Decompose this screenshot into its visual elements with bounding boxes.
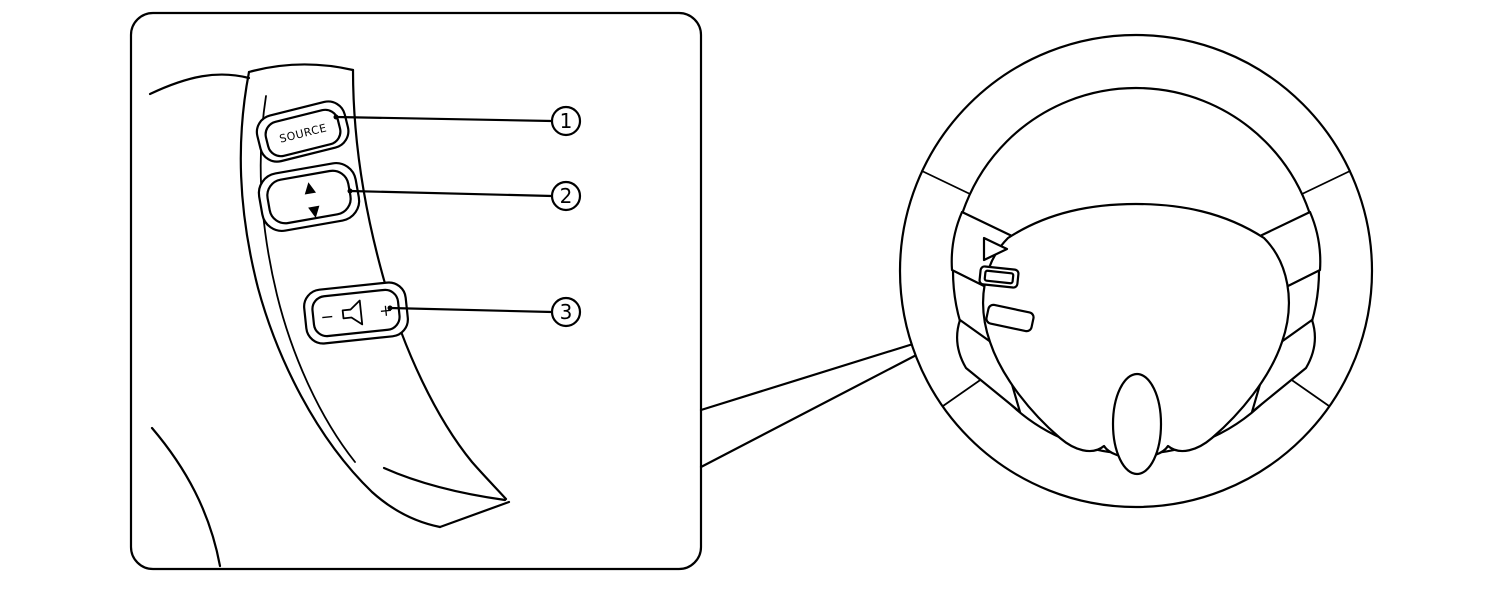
wheel-center-pad	[982, 202, 1290, 460]
wheel-spoke-lower-left	[955, 318, 1022, 414]
seek-up-arrow-icon: ▲	[302, 177, 317, 197]
source-button-face	[264, 108, 342, 158]
inset-callout-box: SOURCE ▲ ▼ − + 1 2	[129, 11, 703, 571]
wheel-source-button	[982, 236, 1009, 262]
trim-curve-bottom-left	[150, 426, 222, 568]
callout-circle-1	[550, 105, 582, 137]
callout-number-3: 3	[560, 300, 573, 324]
callout-number-2: 2	[560, 184, 573, 208]
volume-plus-label: +	[378, 300, 393, 320]
rim-mark-upper-right	[1301, 170, 1351, 195]
callout-2: 2	[347, 180, 582, 212]
wheel-volume-button-face	[985, 303, 1035, 333]
pod-top-edge	[247, 63, 355, 74]
rim-mark-lower-right	[1285, 375, 1330, 407]
callout-circle-2	[550, 180, 582, 212]
callout-circle-3	[550, 296, 582, 328]
callout-number-1: 1	[560, 109, 573, 133]
leader-line-1	[334, 115, 554, 123]
pod-bottom-edge	[382, 466, 507, 502]
wheel-spoke-buttons	[978, 236, 1035, 333]
leader-line-2	[348, 189, 554, 198]
rim-mark-upper-left	[921, 170, 971, 195]
callout-1: 1	[333, 105, 582, 137]
pod-right-edge	[351, 68, 508, 501]
rim-grip-marks	[921, 170, 1351, 407]
rim-mark-lower-left	[942, 375, 987, 407]
source-button: SOURCE	[255, 100, 350, 163]
callout-box-border	[129, 11, 703, 571]
trim-curve-top-left	[148, 73, 251, 96]
seek-rocker-switch: ▲ ▼	[257, 162, 361, 232]
speaker-icon	[341, 299, 364, 326]
pod-tip-edge	[438, 500, 511, 529]
seek-down-arrow-icon: ▼	[307, 201, 322, 221]
volume-minus-label: −	[320, 306, 335, 326]
dashboard-contour-lines	[148, 73, 251, 568]
pod-inner-contour	[259, 95, 356, 463]
pod-left-edge	[239, 70, 442, 529]
wheel-volume-button	[985, 303, 1035, 333]
wheel-spoke-lower-right	[1250, 318, 1317, 414]
leader-line-3	[388, 306, 554, 314]
wheel-seek-button	[978, 265, 1020, 289]
wheel-seek-button-face	[983, 269, 1015, 285]
switch-pod-outline	[239, 63, 511, 529]
volume-button: − +	[303, 281, 409, 345]
wheel-center-column	[1111, 372, 1163, 476]
callout-3: 3	[387, 296, 582, 328]
steering-wheel	[898, 33, 1374, 509]
